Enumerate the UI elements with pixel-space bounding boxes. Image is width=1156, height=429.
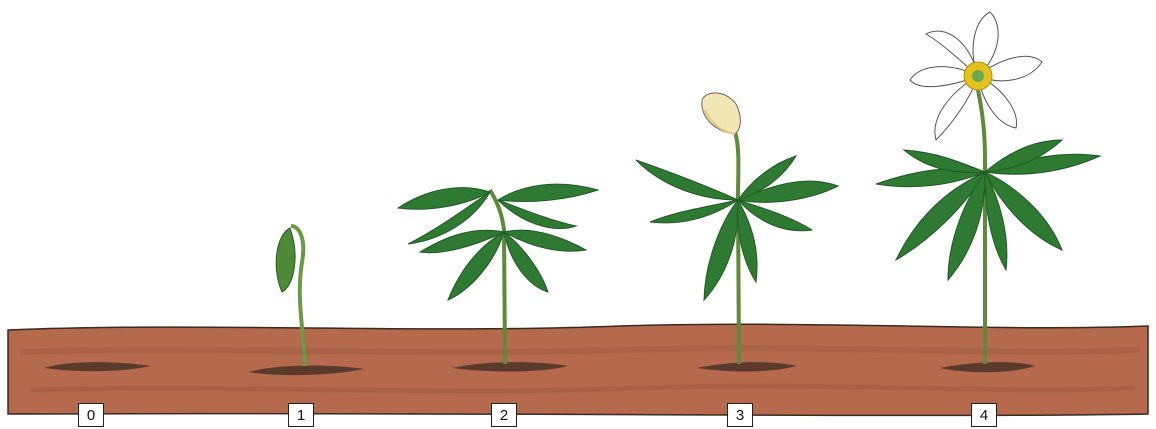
stage-label-4: 4 bbox=[971, 403, 997, 427]
stage-label-0: 0 bbox=[78, 403, 104, 427]
flower bbox=[910, 12, 1042, 140]
stage-label-2: 2 bbox=[491, 403, 517, 427]
stage-4-flowering-plant bbox=[876, 12, 1100, 372]
stage-label-1: 1 bbox=[288, 403, 314, 427]
stage-label-3: 3 bbox=[727, 403, 753, 427]
